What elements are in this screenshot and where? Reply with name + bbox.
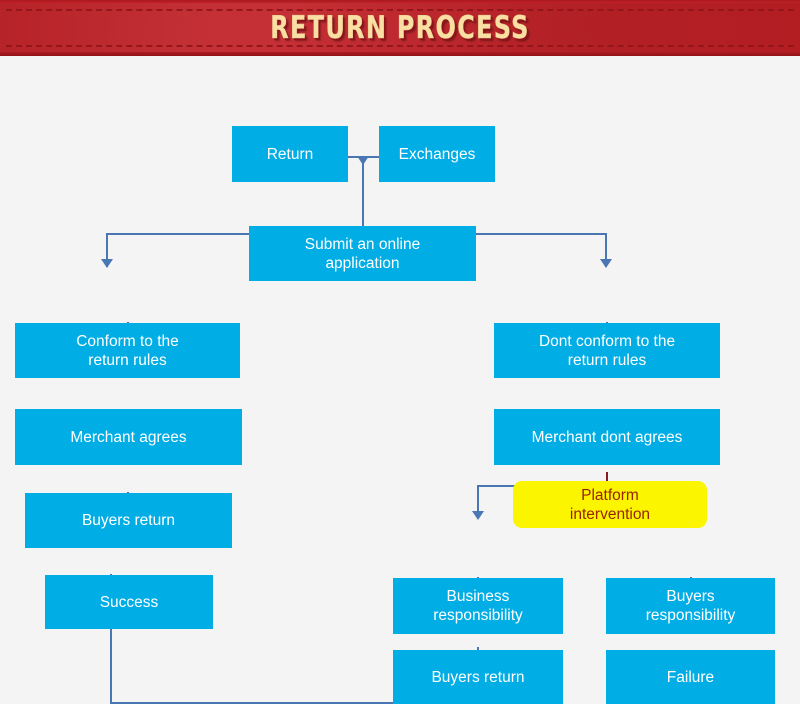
node-failure[interactable]: Failure [606,650,775,704]
edge-submit-down [362,169,364,225]
edge-split-business [477,485,479,517]
banner-top-edge [0,0,800,3]
page-title: RETURN PROCESS [270,10,530,46]
node-business-responsibility[interactable]: Business responsibility [393,578,563,634]
edge-split-right [605,233,607,267]
node-conform-to-return-rules[interactable]: Conform to the return rules [15,323,240,378]
node-platform-intervention[interactable]: Platform intervention [513,481,707,528]
node-buyers-return-middle[interactable]: Buyers return [393,650,563,704]
flowchart-canvas: Return Exchanges Submit an online applic… [0,56,800,704]
node-merchant-dont-agrees[interactable]: Merchant dont agrees [494,409,720,465]
node-success[interactable]: Success [45,575,213,629]
node-exchanges[interactable]: Exchanges [379,126,495,182]
edge-feedback-up [110,574,112,704]
node-submit-online-application[interactable]: Submit an online application [249,226,476,281]
arrowhead-to-submit [357,156,369,165]
arrowhead-to-conform [101,259,113,268]
page-header-banner: RETURN PROCESS [0,0,800,56]
banner-bottom-edge [0,52,800,56]
edge-split-left [106,233,108,267]
node-buyers-return-left[interactable]: Buyers return [25,493,232,548]
node-merchant-agrees[interactable]: Merchant agrees [15,409,242,465]
banner-stitch-bottom [6,45,794,47]
node-dont-conform-to-return-rules[interactable]: Dont conform to the return rules [494,323,720,378]
arrowhead-to-dont-conform [600,259,612,268]
node-buyers-responsibility[interactable]: Buyers responsibility [606,578,775,634]
node-return[interactable]: Return [232,126,348,182]
arrowhead-to-business-responsibility [472,511,484,520]
edge-platform-down-red [606,472,608,488]
banner-stitch-top [6,9,794,11]
